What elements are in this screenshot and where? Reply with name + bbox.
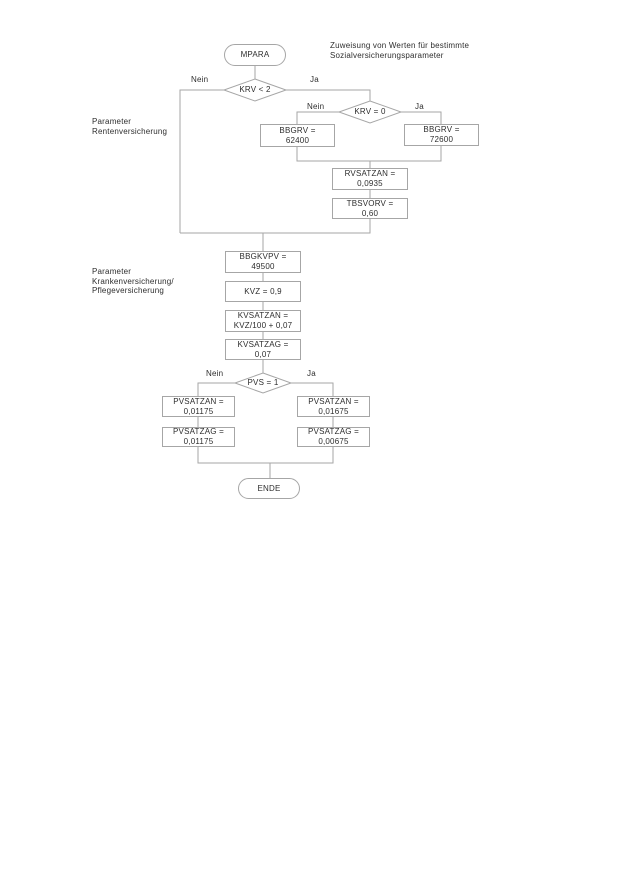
decision-krv0-shape	[337, 100, 403, 124]
section-label-krankenversicherung: Parameter Krankenversicherung/ Pflegever…	[92, 267, 174, 295]
edge-krv0-ja	[401, 111, 442, 124]
edge-label-krv0-ja: Ja	[415, 102, 424, 111]
decision-krv2-shape	[222, 78, 288, 102]
node-rvsatzan: RVSATZAN = 0,0935	[332, 168, 408, 190]
edge-label-pvs-nein: Nein	[206, 369, 224, 378]
edge-pvs-ja	[291, 382, 334, 396]
edge-krv0-nein	[296, 111, 339, 124]
edge-bbgrv-merge	[296, 146, 442, 162]
node-pvsatzag-ja: PVSATZAG = 0,00675	[297, 427, 370, 447]
node-pvsatzag-nein: PVSATZAG = 0,01175	[162, 427, 235, 447]
decision-pvs-shape	[233, 372, 293, 394]
edge-tbsvorv-merge2	[180, 219, 371, 234]
edge-label-krv2-nein: Nein	[191, 75, 209, 84]
node-kvsatzag: KVSATZAG = 0,07	[225, 339, 301, 360]
node-pvsatzan-nein: PVSATZAN = 0,01175	[162, 396, 235, 417]
node-kvsatzan: KVSATZAN = KVZ/100 + 0,07	[225, 310, 301, 332]
edge-label-krv2-ja: Ja	[310, 75, 319, 84]
node-krv2-label: KRV < 2	[239, 85, 271, 94]
edge-krv2-ja	[286, 89, 371, 101]
node-krv0-label: KRV = 0	[354, 107, 386, 116]
node-bbgkvpv: BBGKVPV = 49500	[225, 251, 301, 273]
node-ende: ENDE	[238, 478, 300, 499]
edge-bottom-merge	[197, 447, 334, 464]
node-mpara-start: MPARA	[224, 44, 286, 66]
node-kvz: KVZ = 0,9	[225, 281, 301, 302]
edge-label-krv0-nein: Nein	[307, 102, 325, 111]
node-bbgrv-72600: BBGRV = 72600	[404, 124, 479, 146]
diagram-note: Zuweisung von Werten für bestimmte Sozia…	[330, 41, 470, 60]
node-tbsvorv: TBSVORV = 0,60	[332, 198, 408, 219]
section-label-rentenversicherung: Parameter Rentenversicherung	[92, 117, 168, 136]
edge-krv2-nein	[179, 89, 224, 233]
node-pvs-label: PVS = 1	[247, 378, 279, 387]
edge-pvs-nein	[197, 382, 235, 396]
node-bbgrv-62400: BBGRV = 62400	[260, 124, 335, 147]
node-pvsatzan-ja: PVSATZAN = 0,01675	[297, 396, 370, 417]
edge-label-pvs-ja: Ja	[307, 369, 316, 378]
